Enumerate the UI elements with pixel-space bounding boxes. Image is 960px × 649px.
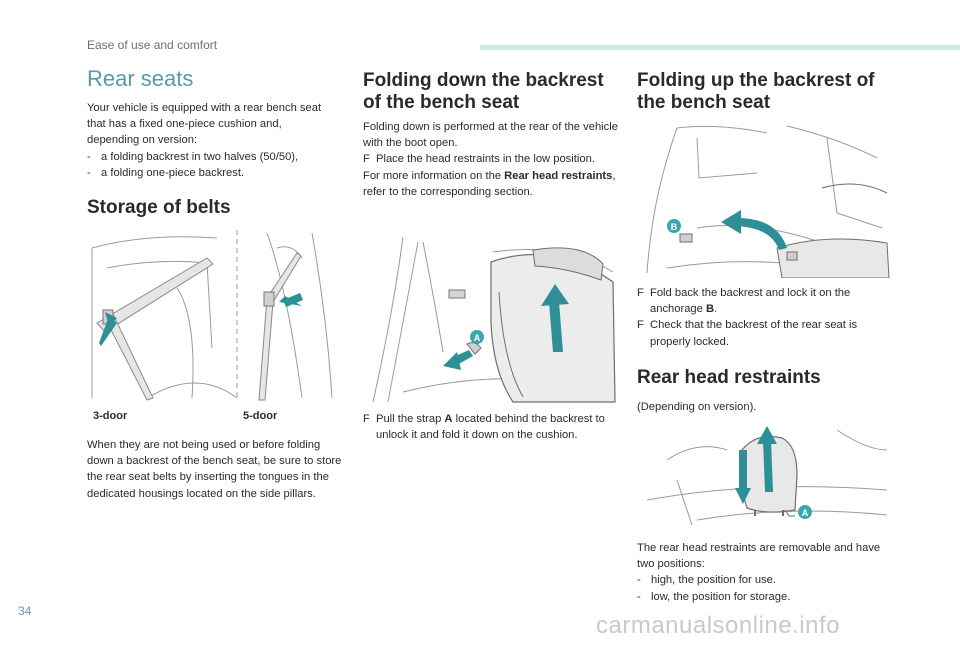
belt-storage-illustration <box>87 228 340 403</box>
marker-b <box>667 219 681 233</box>
arrow-icon <box>721 210 787 250</box>
rear-head-restraints-title: Rear head restraints <box>637 367 821 388</box>
option-item: -a folding one-piece backrest. <box>87 166 245 179</box>
section-header: Ease of use and comfort <box>87 38 218 52</box>
arrow-icon <box>99 293 303 346</box>
folding-down-title: Folding down the backrest of the bench s… <box>363 70 604 113</box>
arrow-icon <box>735 426 777 504</box>
header-bar <box>480 45 960 50</box>
rear-seats-intro: Your vehicle is equipped with a rear ben… <box>87 100 332 181</box>
head-restraint-illustration: A <box>637 420 892 528</box>
rear-seats-title: Rear seats <box>87 66 194 91</box>
folding-up-illustration: B <box>637 118 892 278</box>
belts-text: When they are not being used or before f… <box>87 439 342 500</box>
position-item: -high, the position for use. <box>637 574 777 587</box>
rear-seats-intro-text: Your vehicle is equipped with a rear ben… <box>87 102 322 147</box>
caption-5-door: 5-door <box>243 410 278 422</box>
depending-note: (Depending on version). <box>637 401 757 413</box>
folding-up-title: Folding up the backrest of the bench sea… <box>637 70 875 113</box>
marker-b-label: B <box>671 222 678 232</box>
marker-a <box>798 505 812 519</box>
position-item: -low, the position for storage. <box>637 590 791 603</box>
head-restraints-text: The rear head restraints are removable a… <box>637 540 892 605</box>
arrow-icon <box>443 284 569 370</box>
folding-down-intro: Folding down is performed at the rear of… <box>363 121 618 150</box>
marker-a-label: A <box>474 333 481 343</box>
folding-down-text: Folding down is performed at the rear of… <box>363 119 618 200</box>
head-restraints-intro: The rear head restraints are removable a… <box>637 542 881 571</box>
more-info: For more information on the Rear head re… <box>363 169 616 198</box>
option-item: -a folding backrest in two halves (50/50… <box>87 150 299 163</box>
page-number: 34 <box>18 604 32 618</box>
marker-a-label: A <box>802 508 809 518</box>
watermark: carmanualsonline.info <box>596 612 840 639</box>
caption-3-door: 3-door <box>93 410 128 422</box>
storage-of-belts-title: Storage of belts <box>87 197 231 218</box>
marker-a <box>470 330 484 344</box>
folding-down-illustration: A <box>363 232 618 404</box>
